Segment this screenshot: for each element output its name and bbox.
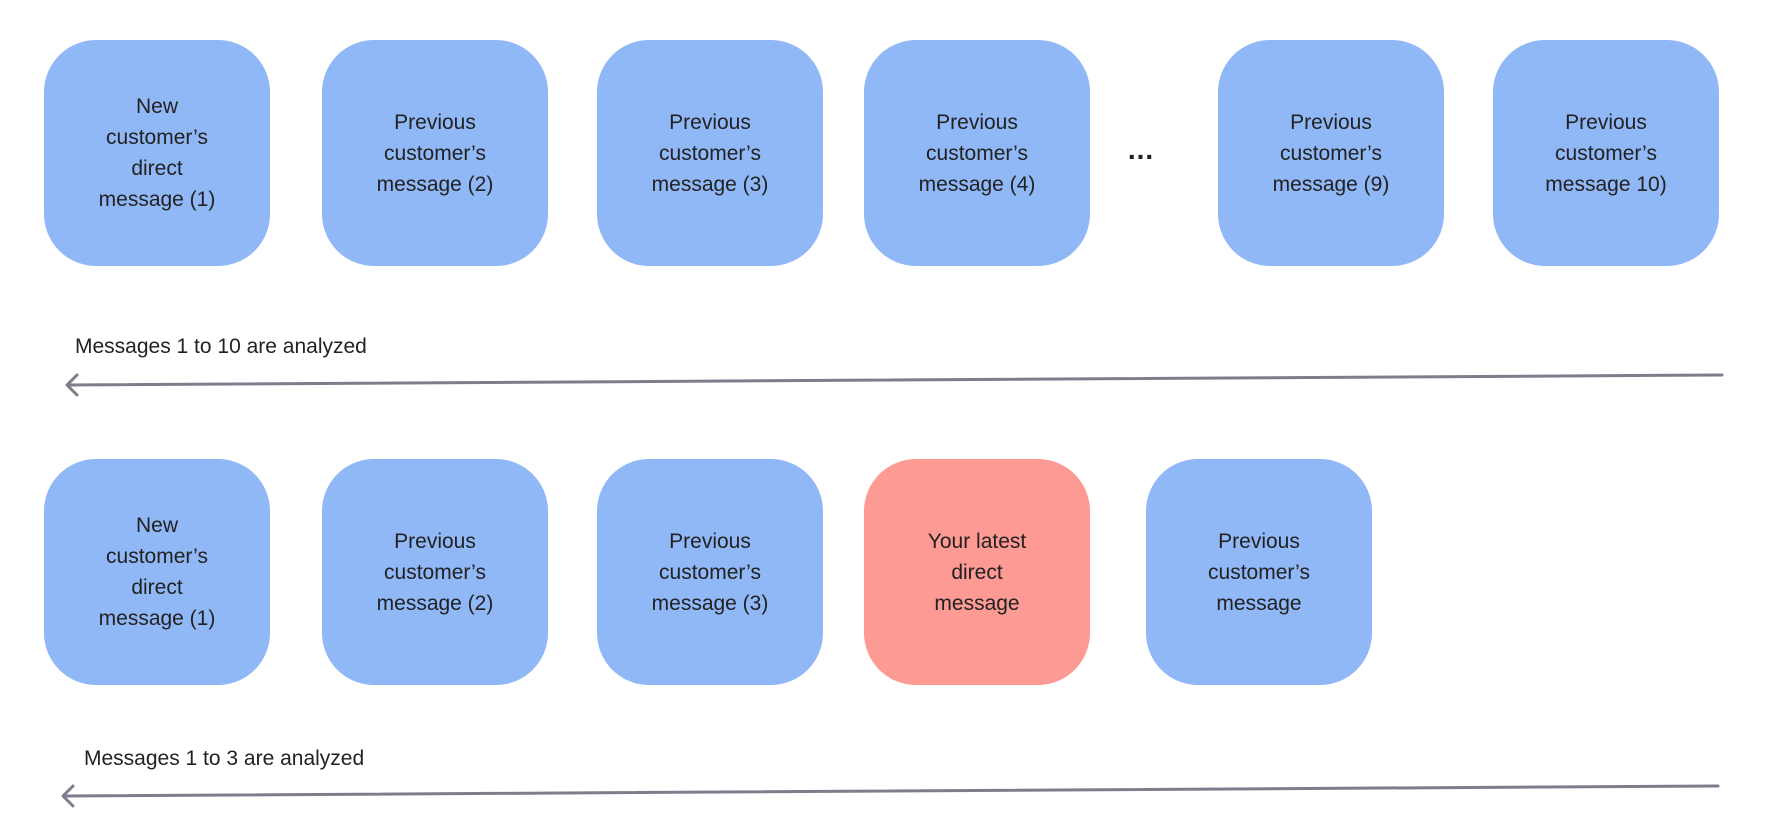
message-card-r1-1: New customer’s direct message (1): [44, 40, 270, 266]
message-card-label: Your latest direct message: [927, 529, 1027, 615]
arrow-left-row-2: [61, 784, 1720, 808]
message-card-r1-4: Previous customer’s message (4): [864, 40, 1090, 266]
message-card-r2-3: Previous customer’s message (3): [597, 459, 823, 685]
message-card-label: Previous customer’s message (2): [376, 110, 494, 196]
arrow-left-row-1: [65, 373, 1724, 397]
message-card-label: Previous customer’s message (2): [376, 529, 494, 615]
message-card-label: Previous customer’s message (9): [1272, 110, 1390, 196]
message-card-label: New customer’s direct message (1): [98, 514, 216, 630]
message-card-r1-3: Previous customer’s message (3): [597, 40, 823, 266]
message-card-label: Previous customer’s message: [1208, 529, 1310, 615]
message-card-label: Previous customer’s message 10): [1545, 110, 1667, 196]
arrow-head-row-2: [61, 784, 75, 808]
caption-row-2: Messages 1 to 3 are analyzed: [84, 747, 365, 770]
message-card-r1-2: Previous customer’s message (2): [322, 40, 548, 266]
ellipsis: ...: [1127, 134, 1155, 165]
arrow-head-row-1: [65, 373, 79, 397]
message-card-label: Previous customer’s message (3): [651, 110, 769, 196]
message-card-label: New customer’s direct message (1): [98, 95, 216, 211]
message-card-r2-1: New customer’s direct message (1): [44, 459, 270, 685]
message-card-label: Previous customer’s message (3): [651, 529, 769, 615]
message-card-r2-5: Previous customer’s message: [1146, 459, 1372, 685]
caption-row-1: Messages 1 to 10 are analyzed: [75, 335, 367, 358]
arrow-line-row-2: [62, 784, 1720, 798]
message-card-r2-2: Previous customer’s message (2): [322, 459, 548, 685]
message-card-label: Previous customer’s message (4): [918, 110, 1036, 196]
message-card-r1-6: Previous customer’s message 10): [1493, 40, 1719, 266]
message-card-r1-5: Previous customer’s message (9): [1218, 40, 1444, 266]
latest-message-card: Your latest direct message: [864, 459, 1090, 685]
arrow-line-row-1: [66, 373, 1724, 387]
